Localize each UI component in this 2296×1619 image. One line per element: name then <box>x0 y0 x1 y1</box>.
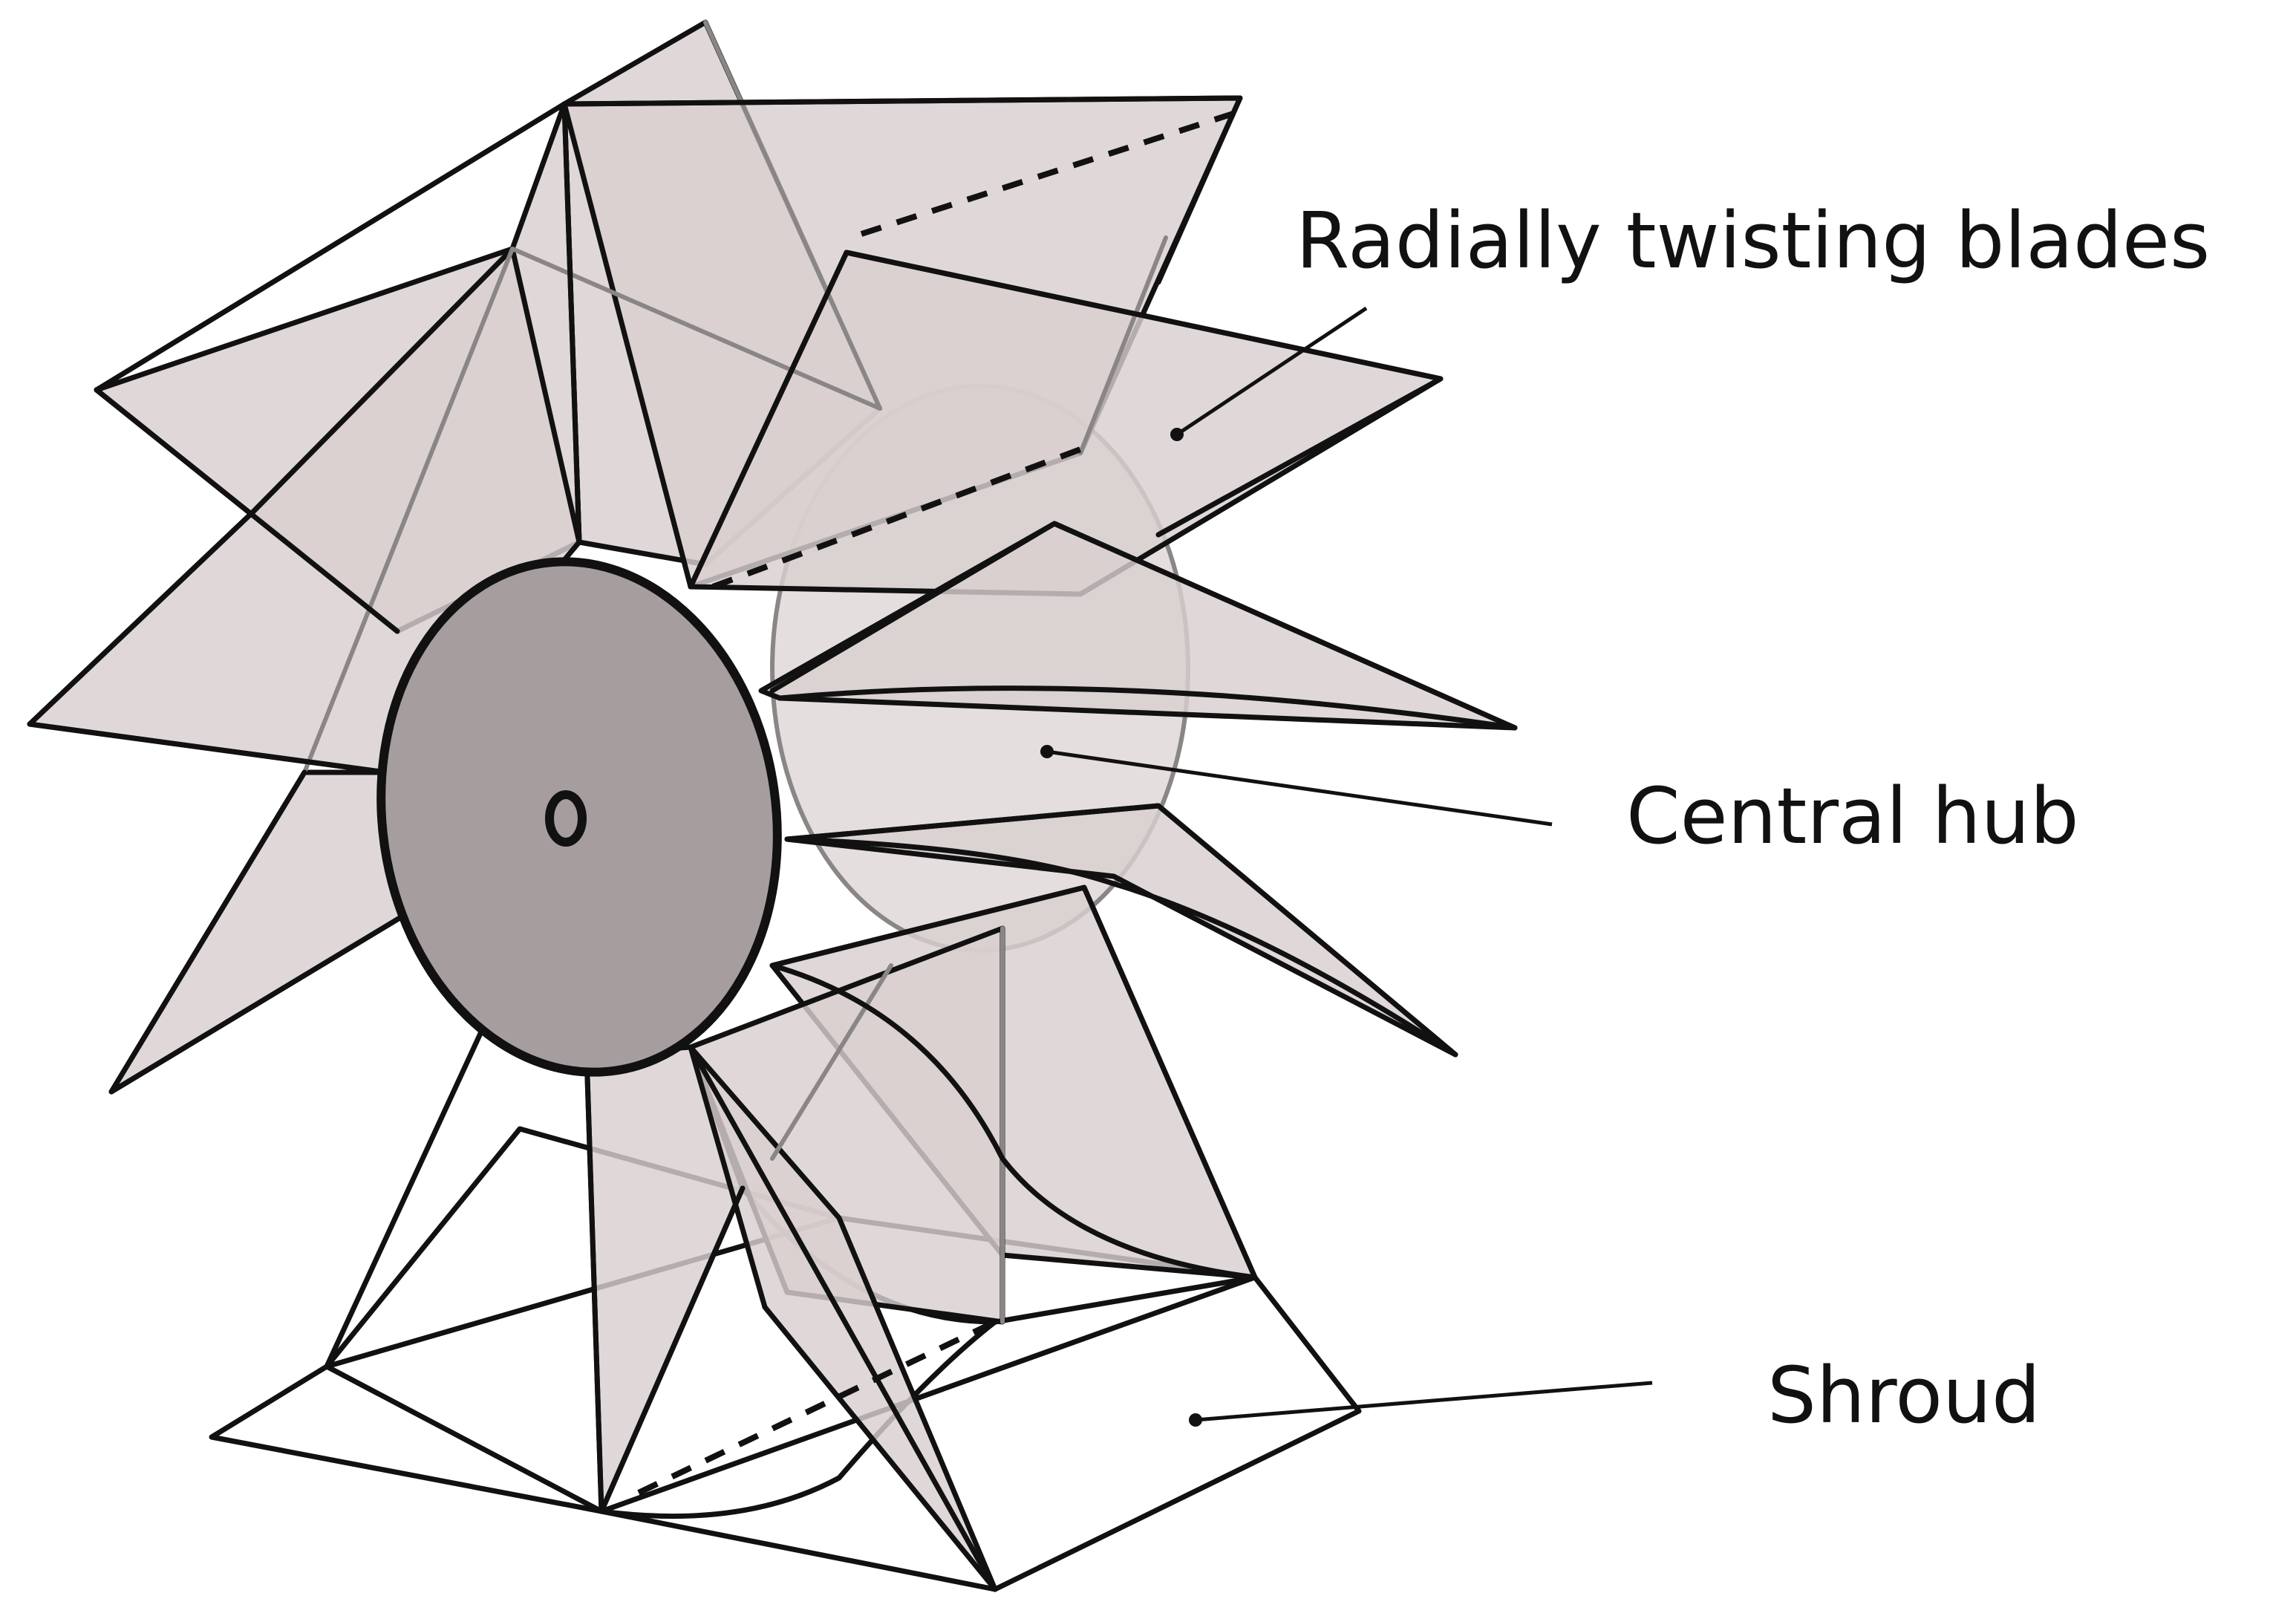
central-hub <box>376 557 782 1077</box>
label-central-hub: Central hub <box>1626 771 2079 861</box>
blades <box>27 19 1518 1592</box>
leader-hub <box>1046 749 1553 827</box>
leaders <box>1040 306 1653 1427</box>
leader-hub-dot <box>1040 745 1054 758</box>
hidden-edges <box>302 20 1168 1324</box>
label-radially-twisting-blades: Radially twisting blades <box>1296 195 2210 286</box>
blade-outlines <box>27 95 1518 1592</box>
leader-shroud-dot <box>1189 1413 1202 1427</box>
dashed-edges <box>637 108 1242 1496</box>
leader-blades-dot <box>1170 428 1184 441</box>
dashed-bottom <box>637 1319 997 1496</box>
shroud-curve <box>599 1319 998 1519</box>
label-shroud: Shroud <box>1767 1350 2041 1441</box>
hub-axle <box>545 790 587 847</box>
blade-lower-left <box>108 769 404 1095</box>
dashed-top <box>860 108 1242 237</box>
leader-shroud <box>1195 1381 1653 1422</box>
leader-blades <box>1175 306 1368 437</box>
dashed-middle <box>711 446 1082 590</box>
